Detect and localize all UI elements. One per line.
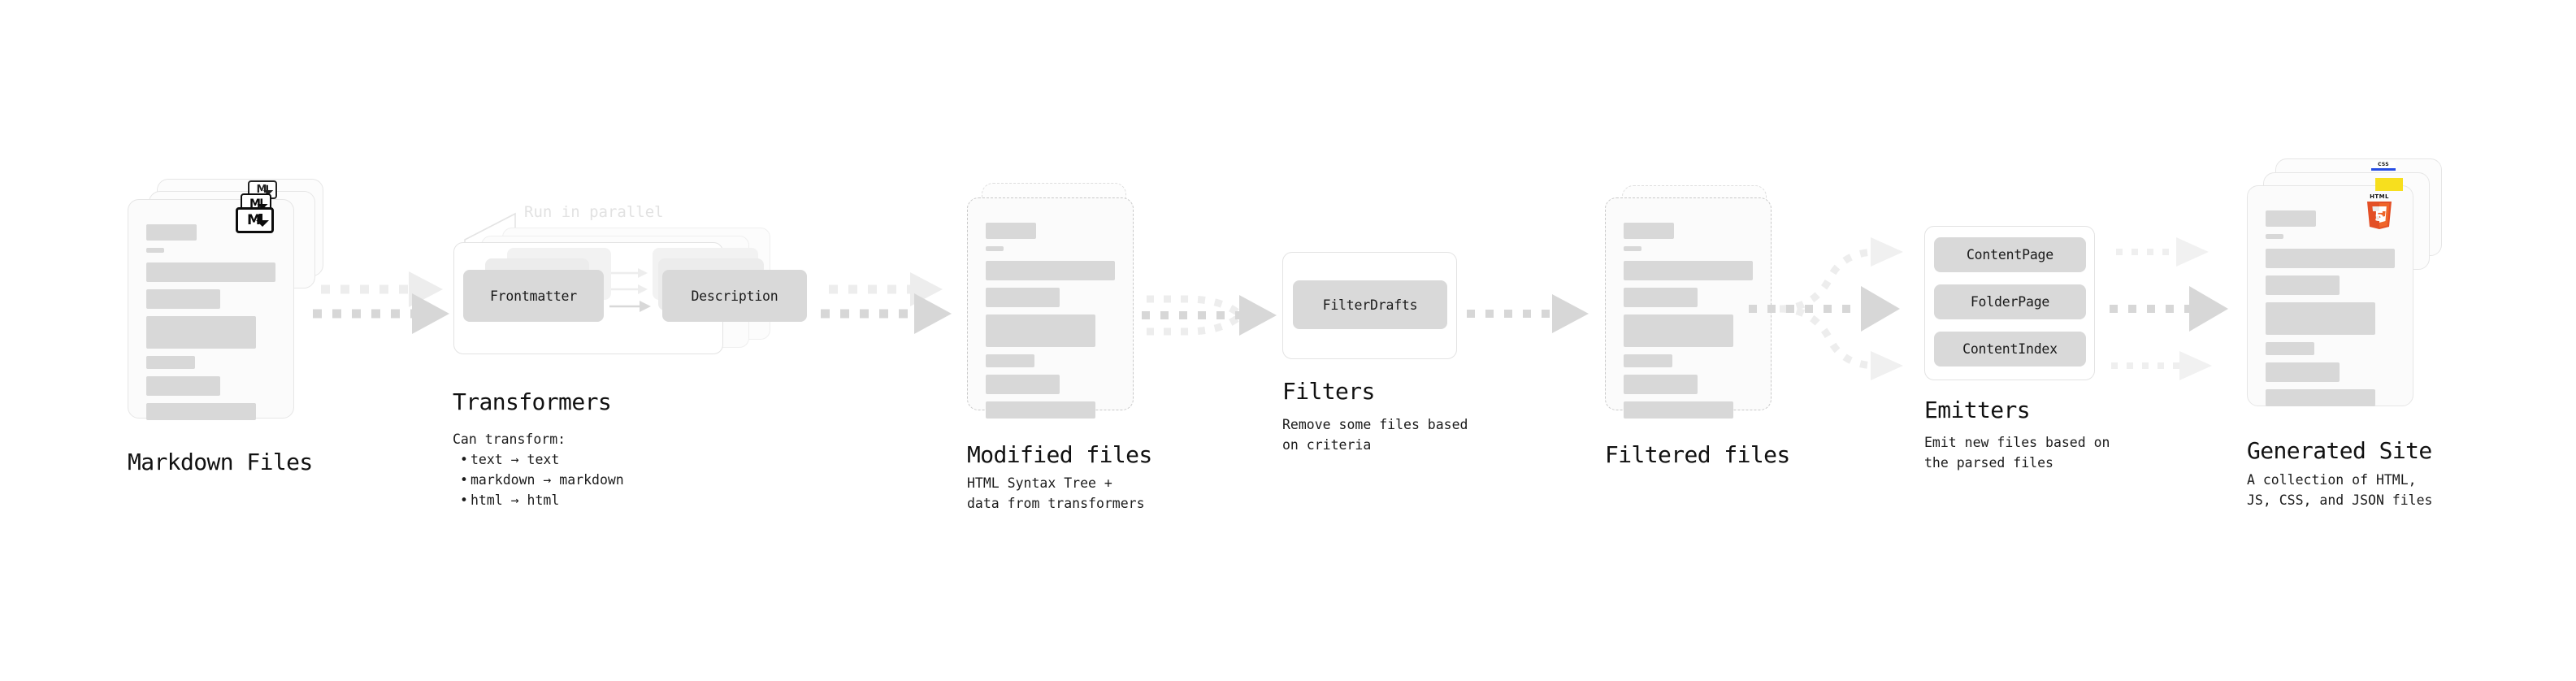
svg-text:HTML: HTML	[2370, 193, 2389, 200]
connector-filtered-to-emitters	[1749, 237, 1903, 380]
connector-modified-to-filters	[1142, 295, 1277, 336]
plugin-pill-filterdrafts[interactable]: FilterDrafts	[1293, 280, 1447, 329]
plugin-pill-contentindex[interactable]: ContentIndex	[1934, 332, 2086, 367]
modified-card-front	[967, 197, 1134, 419]
plugin-label-folderpage: FolderPage	[1970, 294, 2050, 310]
plugin-pill-description[interactable]: Description	[662, 270, 807, 322]
plugin-label-contentindex: ContentIndex	[1962, 341, 2058, 357]
css-badge-underline	[2371, 168, 2396, 171]
stage-title-filtered-files: Filtered files	[1605, 441, 1790, 468]
connector-emitters-to-site	[2110, 237, 2228, 380]
transformers-description-items: text → text markdown → markdown html → h…	[458, 449, 624, 510]
modified-skeleton-bars	[986, 223, 1115, 426]
transformer-inner-arrows	[609, 268, 651, 312]
js-badge	[2375, 178, 2403, 191]
site-card-front	[2247, 185, 2413, 406]
markdown-skeleton-bars	[146, 224, 275, 427]
connector-transformers-to-modified	[821, 272, 952, 334]
stage-title-filters: Filters	[1282, 378, 1375, 405]
transform-item-0: text → text	[458, 449, 624, 470]
transformers-description-lead: Can transform:	[453, 432, 566, 447]
filters-description: Remove some files based on criteria	[1282, 417, 1468, 453]
plugin-label-description: Description	[691, 288, 778, 304]
plugin-label-filterdrafts: FilterDrafts	[1322, 297, 1418, 313]
generated-site-description: A collection of HTML, JS, CSS, and JSON …	[2247, 472, 2433, 508]
transform-item-1: markdown → markdown	[458, 470, 624, 490]
emitters-description: Emit new files based on the parsed files	[1924, 435, 2110, 471]
plugin-label-contentpage: ContentPage	[1966, 247, 2054, 262]
site-skeleton-bars	[2266, 210, 2395, 414]
markdown-card-front	[128, 199, 294, 420]
run-in-parallel-annotation: Run in parallel	[524, 203, 664, 221]
stage-title-markdown-files: Markdown Files	[128, 449, 313, 475]
plugin-pill-contentpage[interactable]: ContentPage	[1934, 237, 2086, 272]
svg-text:5: 5	[2374, 209, 2384, 225]
stage-title-modified-files: Modified files	[967, 441, 1152, 468]
transform-item-2: html → html	[458, 490, 624, 510]
css-badge: CSS	[2371, 162, 2396, 171]
plugin-label-frontmatter: Frontmatter	[489, 288, 578, 304]
css-badge-label: CSS	[2378, 162, 2389, 167]
stage-title-emitters: Emitters	[1924, 397, 2031, 423]
connector-markdown-to-transformers	[313, 271, 449, 334]
markdown-icon: M	[236, 207, 274, 233]
stage-title-transformers: Transformers	[453, 388, 612, 415]
filtered-card-front	[1605, 197, 1772, 419]
modified-files-description: HTML Syntax Tree + data from transformer…	[967, 475, 1145, 511]
stage-title-generated-site: Generated Site	[2247, 437, 2432, 464]
html5-icon: HTML 5	[2367, 193, 2392, 229]
plugin-pill-folderpage[interactable]: FolderPage	[1934, 284, 2086, 319]
plugin-pill-frontmatter[interactable]: Frontmatter	[463, 270, 604, 322]
connector-filters-to-filtered	[1467, 294, 1589, 333]
filtered-skeleton-bars	[1624, 223, 1753, 426]
